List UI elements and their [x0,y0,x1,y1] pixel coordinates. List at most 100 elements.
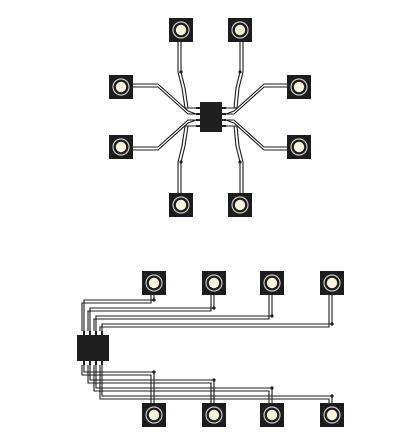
led-lens [175,24,187,36]
wire-bus-bottom-return-4 [99,365,330,403]
chip-pin-top-2 [89,331,91,335]
chip-pin-bottom-4 [101,361,103,365]
chip-pin-right-3 [222,119,226,121]
radial-wiring-diagram [109,18,311,217]
wire-radial-6 [226,119,287,148]
chip-pin-top-4 [101,331,103,335]
led-bus-bottom-2 [202,403,226,427]
led-radial-3 [109,75,133,99]
led-radial-4 [287,75,311,99]
wire-radial-return-5 [133,119,197,151]
wire-bus-bottom-3 [95,365,273,403]
led-lens [293,141,305,153]
chip-pin-left-4 [196,125,200,127]
wire-radial-4 [226,86,287,115]
led-ring [263,406,281,424]
led-ring [290,138,308,156]
led-ring [112,78,130,96]
led-radial-1 [169,18,193,42]
chip-pin-right-2 [222,113,226,115]
wire-bus-bottom-return-3 [93,365,270,403]
wire-bus-top-return-4 [99,295,330,331]
led-lens [326,277,338,289]
driver-chip-icon [77,335,109,361]
junction-dot [179,160,183,164]
chip-pin-top-1 [83,331,85,335]
wire-bus-top-1 [83,295,155,331]
led-lens [148,277,160,289]
wire-bus-bottom-2 [89,365,215,403]
led-ring [263,274,281,292]
led-bus-top-4 [320,271,344,295]
wire-bus-top-2 [89,295,215,331]
wire-radial-return-6 [225,119,287,151]
chip-pin-left-3 [196,119,200,121]
junction-dot [270,386,274,390]
wire-radial-return-4 [225,83,287,115]
chip-pin-right-4 [222,125,226,127]
driver-chip [196,102,226,132]
led-radial-2 [228,18,252,42]
wire-bus-bottom-return-2 [87,365,212,403]
led-lens [266,409,278,421]
chip-pin-bottom-1 [83,361,85,365]
led-lens [208,277,220,289]
led-ring [323,274,341,292]
led-ring [172,21,190,39]
led-bus-bottom-4 [320,403,344,427]
led-ring [145,406,163,424]
led-bus-bottom-1 [142,403,166,427]
wire-radial-return-3 [133,83,197,115]
led-radial-7 [169,193,193,217]
led-radial-8 [228,193,252,217]
led-lens [115,81,127,93]
led-lens [234,24,246,36]
led-ring [323,406,341,424]
led-ring [205,274,223,292]
wire-bus-top-return-2 [87,295,212,331]
chip-pin-top-3 [95,331,97,335]
wire-bus-bottom-4 [101,365,333,403]
led-ring [172,196,190,214]
chip-pin-bottom-2 [89,361,91,365]
wire-radial-return-1 [177,42,196,109]
led-lens [208,409,220,421]
led-ring [231,196,249,214]
wire-bus-top-return-1 [81,295,152,331]
led-lens [326,409,338,421]
led-bus-top-1 [142,271,166,295]
wire-bus-top-3 [95,295,273,331]
junction-dot [179,70,183,74]
led-bus-top-2 [202,271,226,295]
wire-radial-return-8 [226,125,244,193]
wire-radial-3 [133,86,196,115]
junction-dot [270,314,274,318]
wire-radial-return-7 [177,125,196,193]
bus-wiring-diagram [77,271,344,427]
wire-radial-return-2 [226,42,244,109]
led-ring [205,406,223,424]
led-bus-top-3 [260,271,284,295]
junction-dot [238,70,242,74]
junction-dot [238,160,242,164]
led-bus-bottom-3 [260,403,284,427]
wire-bus-top-return-3 [93,295,270,331]
led-lens [175,199,187,211]
led-radial-5 [109,135,133,159]
led-ring [290,78,308,96]
junction-dot [152,298,156,302]
led-lens [293,81,305,93]
driver-chip-bus [77,331,109,365]
wire-radial-5 [133,119,196,148]
led-ring [112,138,130,156]
chip-pin-bottom-3 [95,361,97,365]
led-ring [145,274,163,292]
led-ring [231,21,249,39]
junction-dot [152,370,156,374]
chip-pin-left-1 [196,107,200,109]
driver-chip-icon [200,102,222,132]
wire-bus-bottom-return-1 [81,365,152,403]
led-lens [266,277,278,289]
led-radial-6 [287,135,311,159]
